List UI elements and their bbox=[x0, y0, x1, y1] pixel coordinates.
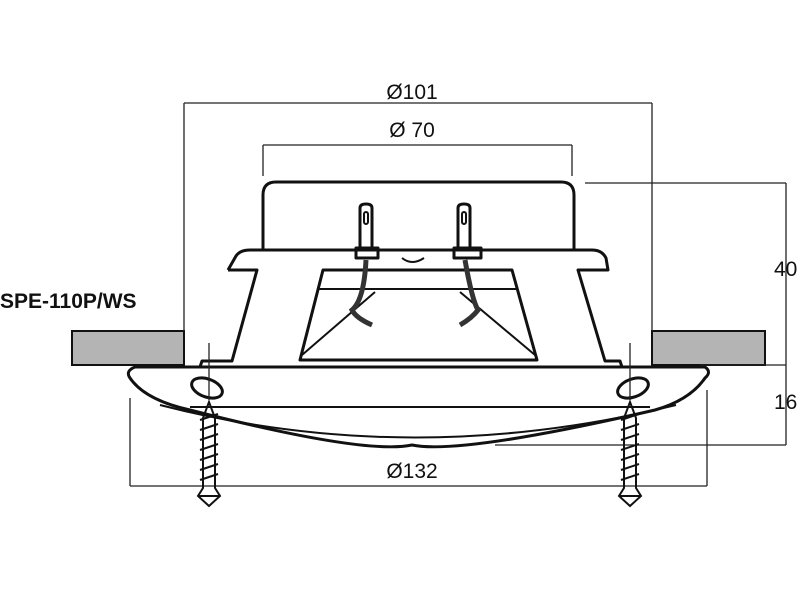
wire-right bbox=[458, 259, 482, 328]
dimension-inner-diameter-label: Ø 70 bbox=[389, 119, 435, 142]
speaker-flange bbox=[126, 365, 710, 449]
speaker-body bbox=[198, 180, 624, 368]
dimension-depth bbox=[495, 182, 787, 446]
terminal-right bbox=[452, 202, 483, 260]
screw-hole-right bbox=[616, 376, 650, 400]
dimension-outer-diameter bbox=[183, 102, 653, 331]
dimension-flange-height-label: 16 bbox=[774, 391, 797, 414]
screw-right bbox=[617, 343, 643, 508]
dimension-depth-label: 40 bbox=[774, 258, 797, 281]
screw-left bbox=[196, 343, 222, 508]
ceiling-panel-left bbox=[71, 330, 185, 366]
dimension-inner-diameter bbox=[262, 144, 573, 176]
wire-left bbox=[348, 259, 374, 328]
dimension-flange-diameter bbox=[129, 390, 708, 487]
terminal-left bbox=[354, 202, 380, 260]
dimension-flange-diameter-label: Ø132 bbox=[386, 460, 437, 483]
screw-hole-left bbox=[190, 376, 224, 400]
ceiling-panel-right bbox=[651, 330, 766, 366]
model-label: SPE-110P/WS bbox=[0, 290, 137, 313]
dimension-outer-diameter-label: Ø101 bbox=[386, 81, 437, 104]
